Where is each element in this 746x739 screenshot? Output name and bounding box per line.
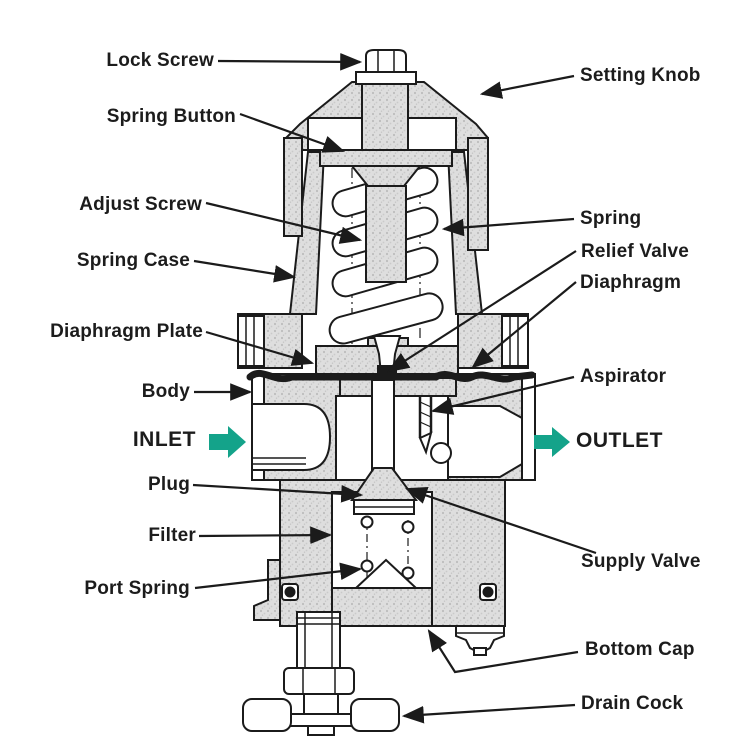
- label-diaphragm: Diaphragm: [580, 272, 682, 293]
- flange-left: [237, 313, 303, 369]
- leader-adjust-screw: [205, 201, 363, 244]
- leader-supply-valve: [404, 487, 597, 555]
- label-filter: Filter: [148, 525, 196, 546]
- label-diaphragm-plate: Diaphragm Plate: [50, 321, 203, 342]
- leader-setting-knob: [479, 74, 575, 99]
- leader-port-spring: [194, 562, 363, 590]
- outlet-flow-arrow: [534, 427, 570, 457]
- leader-plug: [192, 483, 364, 503]
- leader-lock-screw: [217, 53, 363, 71]
- flange-right: [457, 313, 529, 369]
- label-spring-button: Spring Button: [106, 106, 236, 127]
- leader-spring-button: [239, 112, 346, 153]
- outlet-chamber: [447, 405, 523, 478]
- label-lock-screw: Lock Screw: [106, 50, 214, 71]
- port-spring-part: [360, 515, 415, 584]
- leader-diaphragm: [471, 281, 577, 369]
- label-relief-valve: Relief Valve: [581, 241, 690, 262]
- leader-aspirator: [430, 375, 575, 415]
- spring-button-part: [319, 147, 453, 187]
- label-plug: Plug: [148, 474, 190, 495]
- leader-drain-cock: [401, 703, 576, 724]
- label-body: Body: [141, 381, 190, 402]
- label-aspirator: Aspirator: [580, 366, 667, 387]
- leader-spring: [441, 217, 575, 237]
- label-supply-valve: Supply Valve: [581, 551, 701, 572]
- adjust-screw-part: [365, 185, 407, 283]
- label-setting-knob: Setting Knob: [580, 65, 701, 86]
- leader-lines: [192, 53, 597, 724]
- label-adjust-screw: Adjust Screw: [79, 194, 202, 215]
- drain-cock-part: [242, 611, 400, 736]
- label-spring-case: Spring Case: [76, 250, 190, 271]
- label-bottom-cap: Bottom Cap: [585, 639, 695, 660]
- lock-screw-part: [355, 49, 417, 85]
- lower-body-part: [253, 467, 506, 627]
- label-inlet: INLET: [132, 428, 196, 451]
- inlet-passage: [251, 403, 332, 471]
- label-port-spring: Port Spring: [84, 578, 190, 599]
- diaphragm-part: [246, 369, 536, 383]
- inlet-flow-arrow: [209, 426, 246, 458]
- leader-filter: [198, 526, 333, 544]
- o-ring-left: [281, 583, 299, 601]
- leader-bottom-cap: [427, 629, 579, 674]
- label-spring: Spring: [580, 208, 642, 229]
- o-ring-right: [479, 583, 497, 601]
- label-outlet: OUTLET: [576, 429, 663, 452]
- leader-spring-case: [193, 259, 297, 283]
- valve-body-part: [251, 373, 536, 481]
- label-drain-cock: Drain Cock: [581, 693, 684, 714]
- bottom-cap-part: [455, 625, 505, 656]
- setting-knob-part: [283, 81, 489, 251]
- leader-diaphragm-plate: [205, 330, 315, 366]
- spring-case-part: [288, 151, 484, 315]
- leader-relief-valve: [387, 250, 577, 373]
